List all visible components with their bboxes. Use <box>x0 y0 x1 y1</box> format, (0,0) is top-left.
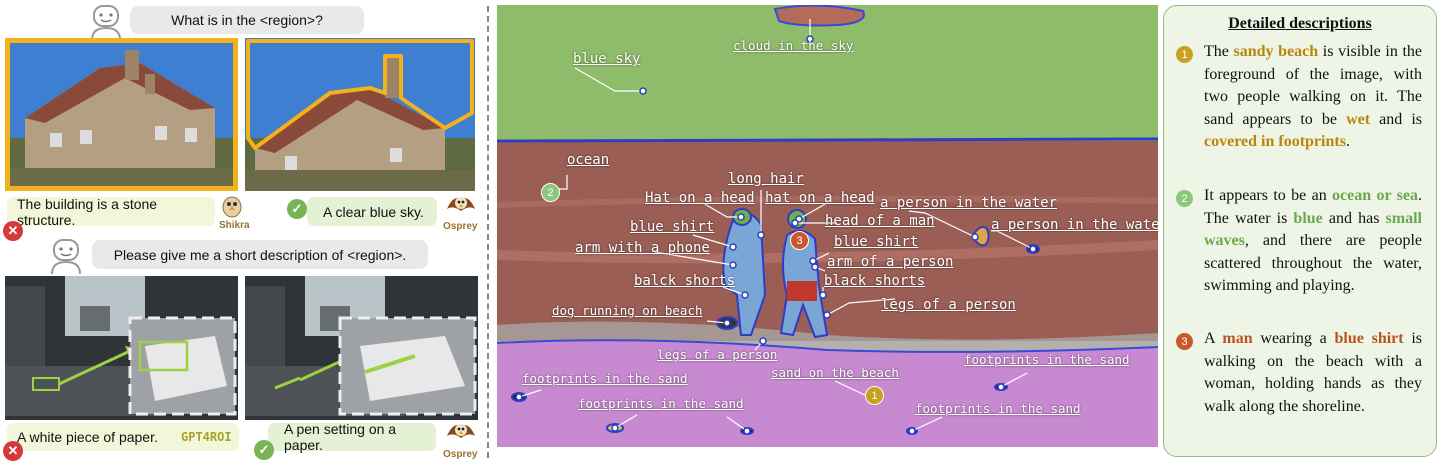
label-hat-2: hat on a head <box>765 190 875 206</box>
description-1-text: is visible in the foreground of the imag… <box>1204 43 1423 128</box>
description-1-text: and is <box>1370 110 1423 128</box>
shikra-answer: The building is a stone structure. <box>7 195 215 228</box>
osprey-label: Osprey <box>443 449 478 460</box>
osprey-label: Osprey <box>443 221 478 232</box>
check-icon: ✓ <box>287 199 307 219</box>
label-footprints-2: footprints in the sand <box>522 371 688 386</box>
label-long-hair: long hair <box>728 171 804 187</box>
office-image-icon <box>245 276 478 420</box>
highlight-man: man <box>1222 330 1253 347</box>
description-3-text: is walking on the beach with a woman, ho… <box>1204 330 1423 415</box>
label-legs-2: legs of a person <box>657 347 778 362</box>
label-blue-shirt-1: blue shirt <box>630 219 715 235</box>
office-photo-osprey <box>245 276 478 420</box>
osprey-bird-icon <box>447 424 475 438</box>
label-footprints-1: footprints in the sand <box>964 352 1130 367</box>
segmentation-scene: 2 3 1 cloud in the sky blue sky ocean lo… <box>497 5 1158 447</box>
gpt4roi-label: GPT4ROI <box>181 430 232 444</box>
description-2: It appears to be an ocean or sea. The wa… <box>1204 185 1422 298</box>
description-badge-1: 1 <box>1176 46 1193 63</box>
wrong-icon: ✕ <box>3 441 23 461</box>
gpt4roi-answer: A white piece of paper. <box>7 423 239 451</box>
label-black-shorts-1: balck shorts <box>634 273 736 289</box>
panel-divider <box>487 6 489 458</box>
label-cloud: cloud in the sky <box>733 38 854 53</box>
detailed-descriptions-panel: Detailed descriptions 1 The sandy beach … <box>1163 5 1437 457</box>
label-person-water-2: a person in the water <box>991 217 1158 233</box>
description-2-text: It appears to be an <box>1204 187 1333 204</box>
description-badge-3: 3 <box>1176 333 1193 350</box>
label-arm-person: arm of a person <box>827 254 954 270</box>
label-footprints-4: footprints in the sand <box>915 401 1081 416</box>
osprey-answer-text: A clear blue sky. <box>323 203 424 220</box>
highlight-wet: wet <box>1346 110 1371 128</box>
label-sand-beach: sand on the beach <box>771 365 899 380</box>
osprey-bird-icon <box>447 197 475 211</box>
house-photo-osprey <box>245 38 475 191</box>
osprey-answer: A clear blue sky. <box>307 197 437 226</box>
question-bubble: What is in the <region>? <box>130 6 364 34</box>
highlight-ocean: ocean or sea <box>1332 187 1418 204</box>
label-footprints-3: footprints in the sand <box>578 396 744 411</box>
label-blue-shirt-2: blue shirt <box>834 234 919 250</box>
region-badge-1: 1 <box>865 386 884 405</box>
description-2-text: and has <box>1322 209 1386 227</box>
label-black-shorts-2: black shorts <box>824 273 926 289</box>
highlight-sandy-beach: sandy beach <box>1233 43 1319 60</box>
highlight-blue: blue <box>1293 209 1323 227</box>
label-legs-1: legs of a person <box>881 297 1016 313</box>
description-3-text: wearing a <box>1252 330 1335 347</box>
wrong-icon: ✕ <box>3 221 23 241</box>
shikra-answer-text: The building is a stone structure. <box>17 195 158 228</box>
gpt4roi-answer-text: A white piece of paper. <box>17 429 158 445</box>
highlight-blue-shirt: blue shirt <box>1334 330 1404 347</box>
description-3-text: A <box>1204 330 1223 347</box>
description-2-text: . The water is <box>1204 187 1422 227</box>
office-photo-gpt4roi <box>5 276 238 420</box>
description-1-text: . <box>1345 133 1350 150</box>
check-icon: ✓ <box>254 440 274 460</box>
descriptions-title: Detailed descriptions <box>1228 15 1372 32</box>
highlight-small-waves: small waves <box>1204 209 1422 250</box>
label-sky: blue sky <box>573 51 641 67</box>
office-image-icon <box>5 276 238 420</box>
description-2-text: , and there are people scattered through… <box>1204 232 1422 294</box>
label-hat-1: Hat on a head <box>645 190 755 206</box>
house-image-icon <box>5 38 238 191</box>
label-person-water-1: a person in the water <box>880 195 1058 211</box>
description-1-text: The <box>1204 43 1234 60</box>
house-photo-shikra <box>5 38 238 191</box>
label-dog: dog running on beach <box>552 303 703 318</box>
region-badge-3: 3 <box>790 231 809 250</box>
user-avatar-icon <box>91 5 121 41</box>
label-head-man: head of a man <box>825 213 935 229</box>
question-text: What is in the <region>? <box>171 12 323 28</box>
region-badge-2: 2 <box>541 183 560 202</box>
osprey-answer-text: A pen setting on a paper. <box>284 421 397 453</box>
beach-scene-image-icon <box>497 5 1158 447</box>
highlight-footprints: covered in footprints <box>1204 133 1346 150</box>
shikra-label: Shikra <box>219 220 250 231</box>
label-arm-phone: arm with a phone <box>575 240 710 256</box>
region-box <box>5 38 238 191</box>
description-1: The sandy beach is visible in the foregr… <box>1204 41 1422 154</box>
description-badge-2: 2 <box>1176 190 1193 207</box>
question-text: Please give me a short description of <r… <box>113 246 407 263</box>
question-bubble: Please give me a short description of <r… <box>92 240 428 269</box>
label-ocean: ocean <box>567 152 610 168</box>
user-avatar-icon <box>51 239 81 275</box>
shikra-bird-icon <box>222 196 242 218</box>
description-3: A man wearing a blue shirt is walking on… <box>1204 328 1422 418</box>
osprey-answer: A pen setting on a paper. <box>268 421 436 453</box>
house-image-icon <box>245 38 475 191</box>
